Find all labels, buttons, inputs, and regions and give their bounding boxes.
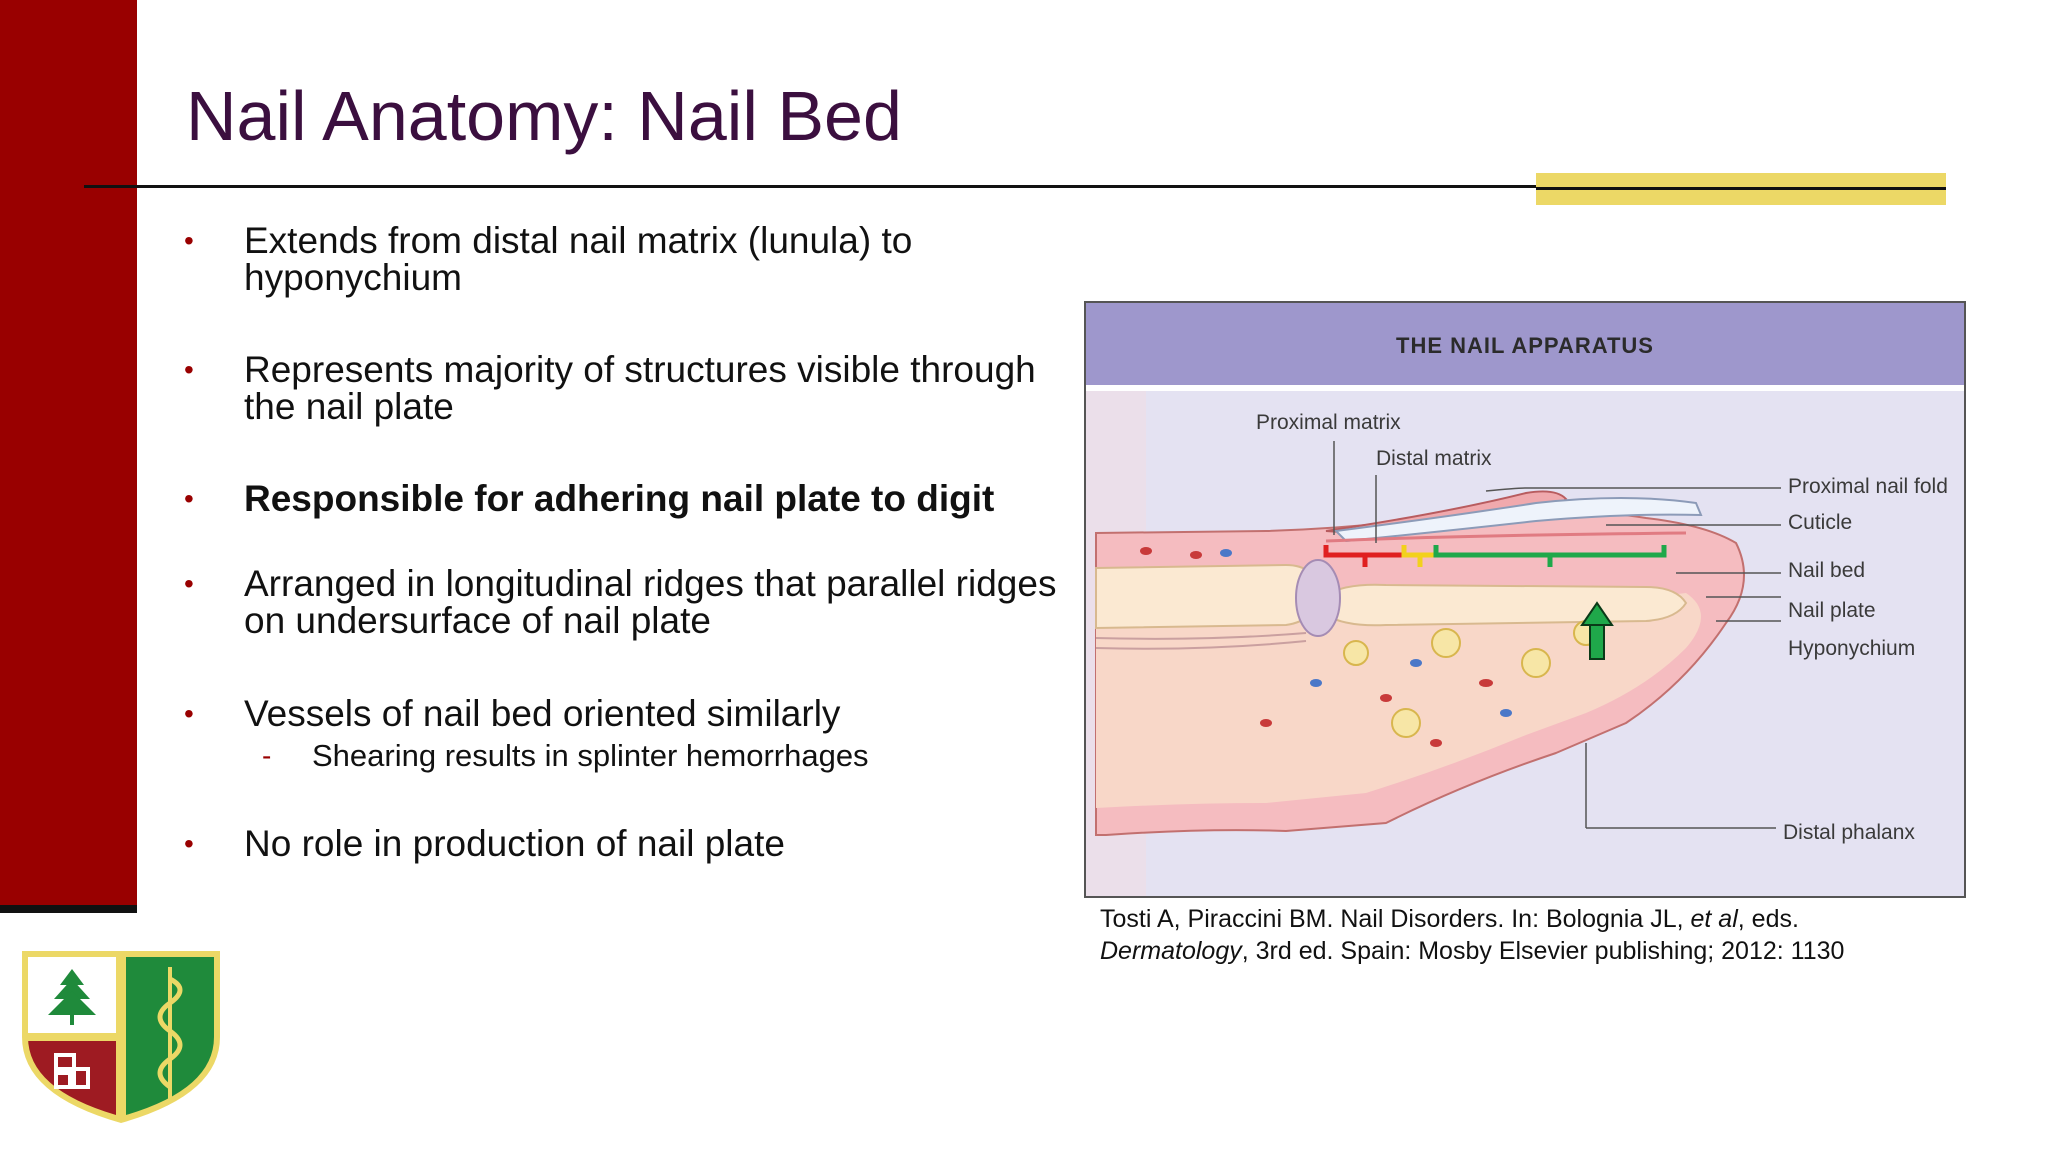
citation-text: Tosti A, Piraccini BM. Nail Disorders. I… (1100, 905, 1691, 933)
sub-bullet-dash: - (262, 740, 272, 771)
slide-title: Nail Anatomy: Nail Bed (186, 77, 902, 155)
bullet-text: No role in production of nail plate (244, 823, 785, 864)
bullet-dot: • (184, 354, 194, 385)
citation-text: , eds. (1737, 905, 1799, 933)
figure-header-divider (1086, 385, 1964, 391)
nail-cross-section-diagram (1086, 391, 1781, 896)
middle-phalanx-bone (1095, 563, 1320, 630)
sidebar-accent (0, 0, 137, 905)
blood-vessels (1140, 547, 1493, 747)
label-proximal-nail-fold: Proximal nail fold (1788, 475, 1948, 498)
joint-capsule (1295, 559, 1341, 637)
citation-line-2: Dermatology, 3rd ed. Spain: Mosby Elsevi… (1100, 935, 1980, 967)
bullet-text: Extends from distal nail matrix (lunula)… (244, 220, 913, 298)
bullet-dot: • (184, 698, 194, 729)
citation-line-1: Tosti A, Piraccini BM. Nail Disorders. I… (1100, 903, 1980, 935)
sub-bullet-text: Shearing results in splinter hemorrhages (312, 738, 869, 773)
figure-citation: Tosti A, Piraccini BM. Nail Disorders. I… (1100, 903, 1980, 967)
bullet-dot: • (184, 225, 194, 256)
label-nail-plate: Nail plate (1788, 599, 1876, 622)
tendon-line (1095, 640, 1307, 650)
citation-italic: et al (1690, 905, 1738, 933)
label-proximal-matrix: Proximal matrix (1256, 411, 1401, 434)
bullet-text: Responsible for adhering nail plate to d… (244, 478, 995, 519)
bullet-dot: • (184, 483, 194, 514)
tendon-line (1095, 632, 1307, 640)
label-nail-bed: Nail bed (1788, 559, 1866, 582)
nail-apparatus-figure: THE NAIL APPARATUS (1084, 301, 1966, 898)
accent-divider (1536, 187, 1946, 190)
title-divider (84, 185, 1946, 188)
citation-text: , 3rd ed. Spain: Mosby Elsevier publishi… (1241, 937, 1845, 965)
tree-icon (48, 969, 96, 1025)
bullet-text: Arranged in longitudinal ridges that par… (244, 563, 1057, 641)
label-hyponychium: Hyponychium (1788, 637, 1916, 660)
emblem-icon (54, 1053, 90, 1089)
nail-plate (1333, 497, 1703, 543)
figure-header (1086, 303, 1964, 385)
staff-of-asclepius-icon (157, 967, 183, 1099)
figure-title: THE NAIL APPARATUS (1396, 333, 1654, 358)
veins (1220, 549, 1512, 717)
bullet-list: • Extends from distal nail matrix (lunul… (184, 0, 1084, 900)
sidebar-divider (0, 905, 137, 913)
label-cuticle: Cuticle (1788, 511, 1853, 534)
nail-bed-line (1325, 531, 1687, 543)
dermis-layer (1096, 593, 1701, 808)
distal-phalanx-bone (1325, 583, 1688, 627)
bullet-dot: • (184, 568, 194, 599)
label-distal-phalanx: Distal phalanx (1783, 821, 1915, 844)
leader-lines (1333, 441, 1781, 829)
bullet-text: Represents majority of structures visibl… (244, 349, 1036, 427)
matrix-brackets (1323, 545, 1667, 567)
bullet-dot: • (184, 828, 194, 859)
bullet-text: Vessels of nail bed oriented similarly (244, 693, 841, 734)
citation-italic: Dermatology (1100, 937, 1242, 965)
nail-bed-arrow (1580, 601, 1614, 660)
institution-crest-logo (22, 951, 220, 1123)
label-distal-matrix: Distal matrix (1376, 447, 1492, 470)
